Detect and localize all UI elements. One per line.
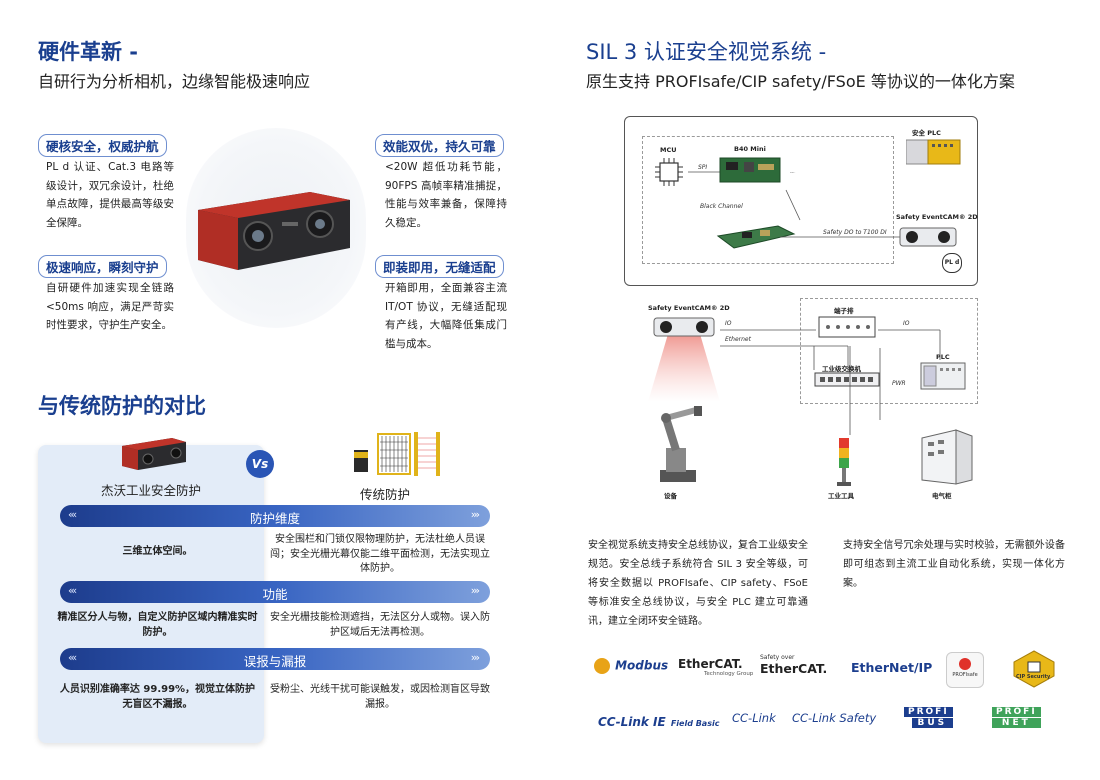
plc-label: PLC (936, 353, 950, 361)
small-camera-image (122, 438, 186, 470)
chevron-right-icon: ››› (470, 508, 480, 521)
cclink-logo: CC-Link (732, 711, 776, 725)
switch-label: 工业级交换机 (822, 365, 861, 373)
modbus-logo: Modbus (594, 655, 668, 674)
our-solution-label: 杰沃工业安全防护 (100, 483, 201, 498)
row1-ours: 三维立体空间。 (122, 546, 193, 557)
chevron-right-icon: ››› (470, 651, 480, 664)
feature-title-safety: 硬核安全，权威护航 (38, 134, 167, 157)
cclink-ie-field-basic-logo: CC-Link IE Field Basic (598, 715, 720, 729)
ethercat-logo: EtherCAT. Technology Group (678, 657, 754, 677)
feature-body-plug-and-play: 开箱即用，全面兼容主流 IT/OT 协议，无缝适配现有产线，大幅降低集成门槛与成… (385, 282, 507, 350)
robot-arm-image (660, 406, 702, 482)
ethernet-ip-logo: EtherNet/IP (851, 660, 933, 675)
band-false-alarm: ‹‹‹ 误报与漏报 ››› (60, 648, 490, 670)
feature-body-safety: PL d 认证、Cat.3 电路等级设计，双冗余设计，杜绝单点故障，提供最高等级… (46, 161, 174, 229)
cabinet-dashed-box (800, 298, 978, 404)
bus-protocol-paragraph: 安全视觉系统支持安全总线协议，复合工业级安全规范。安全总线子系统符合 SIL 3… (588, 540, 808, 627)
safety-camera-image (198, 192, 350, 270)
row3-ours: 人员识别准确率达 99.99%，视觉立体防护无盲区不漏报。 (59, 684, 256, 710)
band-protection-dimension: ‹‹‹ 防护维度 ››› (60, 505, 490, 527)
row2-ours: 精准区分人与物，自定义防护区域内精准实时防护。 (57, 612, 258, 638)
pl-d-badge: PL d (942, 253, 962, 273)
feature-title-efficiency: 效能双优，持久可靠 (375, 134, 504, 157)
band-function: ‹‹‹ 功能 ››› (60, 581, 490, 603)
plc-image (920, 362, 966, 390)
io-right-label: IO (903, 320, 910, 327)
terminal-block-image (818, 316, 876, 338)
diagram-connectors (780, 172, 902, 238)
spi-label: SPI (698, 164, 708, 171)
io-left-label: IO (725, 320, 732, 327)
profibus-logo: PROFI BUS (904, 707, 953, 728)
modbus-gear-icon (594, 657, 610, 674)
device-label: 设备 (664, 492, 677, 500)
b40-board-image (688, 157, 781, 183)
pwr-label: PWR (892, 380, 906, 387)
safety-plc-label: 安全 PLC (912, 129, 941, 137)
feature-body-response: 自研硬件加速实现全链路 <50ms 响应，满足严苛实时性要求，守护生产安全。 (46, 282, 174, 331)
redundancy-paragraph: 支持安全信号冗余处理与实时校验，无需额外设备即可组态到主流工业自动化系统，实现一… (843, 540, 1065, 589)
profinet-logo: PROFI NET (992, 707, 1041, 728)
chevron-left-icon: ‹‹‹ (68, 508, 77, 521)
camera-top-label: Safety EventCAM® 2D (896, 213, 978, 221)
mcu-chip-icon (655, 158, 683, 186)
chevron-right-icon: ››› (470, 584, 480, 597)
lower-connectors (720, 329, 941, 435)
vs-badge: Vs (246, 450, 274, 478)
feature-body-efficiency: <20W 超低功耗节能，90FPS 高帧率精准捕捉，性能与效率兼备，保障持久稳定… (385, 161, 507, 229)
cip-security-logo: CIP Security (1012, 650, 1056, 688)
cclink-safety-logo: CC-Link Safety (792, 711, 877, 725)
fsoe-logo: Safety over EtherCAT. (760, 654, 828, 676)
chevron-left-icon: ‹‹‹ (68, 584, 77, 597)
comparison-title: 与传统防护的对比 (38, 394, 206, 418)
hardware-subtitle: 自研行为分析相机，边缘智能极速响应 (38, 72, 311, 91)
row3-traditional: 受粉尘、光线干扰可能误触发，或因检测盲区导致漏报。 (270, 684, 490, 710)
mcu-label: MCU (660, 146, 677, 154)
terminal-label: 端子排 (834, 307, 854, 315)
controller-dashed-box (642, 136, 894, 264)
ethernet-label: Ethernet (725, 336, 751, 343)
profisafe-stop-icon (959, 658, 971, 670)
eventcam-top-image (899, 227, 957, 247)
hardware-title: 硬件革新 - (38, 40, 139, 64)
camera-left-label: Safety EventCAM® 2D (648, 304, 730, 312)
safety-board-image (716, 225, 796, 249)
profisafe-logo: PROFIsafe (946, 652, 984, 688)
tool-label: 工业工具 (828, 492, 854, 500)
black-channel-label: Black Channel (700, 203, 743, 210)
sil3-subtitle: 原生支持 PROFIsafe/CIP safety/FSoE 等协议的一体化方案 (586, 72, 1015, 91)
feature-title-response: 极速响应，瞬刻守护 (38, 255, 167, 278)
row1-traditional: 安全围栏和门锁仅限物理防护，无法杜绝人员误闯；安全光栅光幕仅能二维平面检测，无法… (270, 534, 490, 574)
system-diagram-frame (624, 116, 978, 286)
row2-traditional: 安全光栅技能检测遮挡，无法区分人或物。误入防护区域后无法再检测。 (270, 612, 490, 638)
sil3-title: SIL 3 认证安全视觉系统 - (586, 40, 827, 64)
cip-lock-icon (1013, 650, 1055, 688)
electrical-cabinet-image (921, 429, 973, 485)
chevron-left-icon: ‹‹‹ (68, 651, 77, 664)
signal-tower-image (837, 438, 851, 486)
cabinet-label: 电气柜 (932, 492, 952, 500)
feature-title-plug-and-play: 即装即用，无缝适配 (375, 255, 504, 278)
safety-plc-image (906, 139, 961, 165)
traditional-guard-image (354, 432, 440, 476)
eventcam-left-image (648, 317, 720, 402)
b40-label: B40 Mini (734, 145, 766, 153)
industrial-switch-image (814, 372, 880, 387)
safety-do-label: Safety DO to T100 DI (823, 229, 887, 236)
traditional-label: 传统防护 (359, 487, 410, 502)
